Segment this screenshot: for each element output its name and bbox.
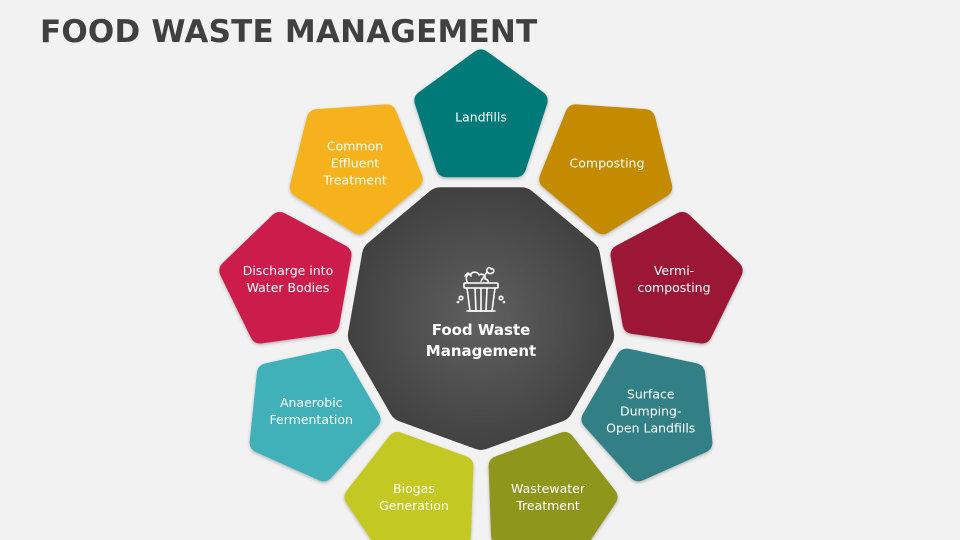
item-label-line: Dumping- [619, 403, 682, 419]
center-label: Food Waste Management [406, 320, 556, 362]
pentagon-wastewater-treatment [488, 431, 618, 540]
pentagon-composting [539, 104, 673, 235]
pentagon-surface-dumping-open-landfills [581, 348, 713, 482]
item-label-line: Treatment [516, 498, 580, 514]
pentagon-common-effluent-treatment [289, 104, 423, 235]
item-label-line: Discharge into [242, 262, 334, 278]
item-label: Vermi-composting [619, 262, 729, 296]
center-label-line2: Management [425, 342, 537, 360]
pentagon-discharge-into-water-bodies [219, 211, 352, 344]
item-label-line: Effluent [330, 155, 380, 171]
pentagon-landfills [414, 49, 548, 178]
center-label-line1: Food Waste [431, 321, 531, 339]
item-label-line: Composting [569, 155, 645, 171]
item-label-line: composting [637, 279, 711, 295]
item-label-line: Treatment [323, 172, 387, 188]
item-label-line: Surface [626, 386, 675, 402]
center-nonagon [347, 187, 615, 450]
item-label-line: Biogas [393, 481, 435, 497]
item-label-line: Anaerobic [279, 395, 343, 410]
item-label-line: Open Landfills [606, 420, 696, 436]
page-title: FOOD WASTE MANAGEMENT [40, 14, 538, 50]
item-label-line: Generation [379, 498, 449, 514]
item-label: Landfills [426, 109, 536, 126]
item-label-line: Fermentation [269, 412, 353, 427]
pentagon-biogas-generation [344, 431, 474, 540]
pentagon-anaerobic-fermentation [249, 348, 381, 482]
pentagon-vermi-composting [610, 211, 743, 344]
item-label: Composting [552, 154, 662, 171]
item-label-line: Wastewater [511, 481, 585, 497]
item-label-line: Landfills [455, 109, 507, 125]
item-label-line: Vermi- [653, 262, 695, 278]
trash-bin-food-icon [456, 266, 506, 312]
item-label-line: Common [326, 138, 384, 154]
item-label-line: Water Bodies [246, 279, 330, 295]
